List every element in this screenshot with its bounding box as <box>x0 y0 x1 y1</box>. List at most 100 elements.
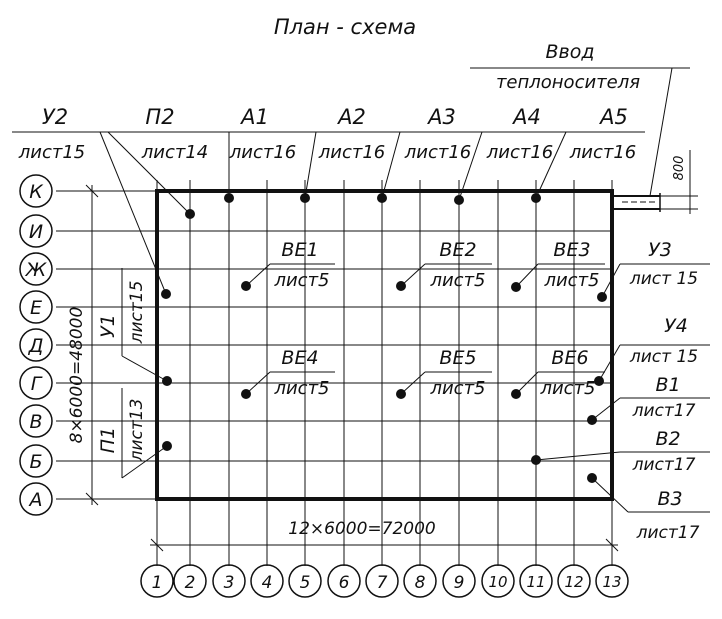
row-axis-i: И <box>19 214 53 248</box>
column-axes: 1 2 3 4 5 6 7 8 9 10 11 12 13 <box>140 564 629 598</box>
fan-ve3-sheet: лист5 <box>543 270 599 291</box>
callout-v3-name: В3 <box>657 488 682 510</box>
callout-u4-name: У4 <box>664 315 688 337</box>
row-axis-label: Е <box>30 297 42 319</box>
fan-ve3-name: ВЕ3 <box>553 239 590 261</box>
callout-u1-name: У1 <box>97 314 119 338</box>
fan-ve6-name: ВЕ6 <box>551 347 588 369</box>
col-axis-label: 11 <box>526 573 545 591</box>
col-axis-13: 13 <box>595 564 629 598</box>
col-axis-label: 8 <box>415 573 426 593</box>
callout-a5-name: А5 <box>598 105 628 129</box>
callout-a2-sheet: лист16 <box>318 142 386 163</box>
col-axis-5: 5 <box>288 564 322 598</box>
col-axis-10: 10 <box>481 564 515 598</box>
fan-ve5-sheet: лист5 <box>429 378 485 399</box>
row-axis-label: В <box>29 411 42 433</box>
callout-a4-name: А4 <box>511 105 541 129</box>
col-axis-3: 3 <box>212 564 246 598</box>
col-axis-label: 10 <box>488 573 507 591</box>
fan-ve4-name: ВЕ4 <box>281 347 318 369</box>
right-callouts: У3 лист 15 У4 лист 15 В1 лист17 В2 лист1… <box>629 239 700 543</box>
col-axis-4: 4 <box>250 564 284 598</box>
callout-v2-name: В2 <box>655 428 680 450</box>
callout-u1-sheet: лист15 <box>127 281 147 345</box>
callout-a4-sheet: лист16 <box>486 142 554 163</box>
col-axis-label: 3 <box>224 573 235 593</box>
row-axis-d: Д <box>19 328 53 362</box>
callout-u2-sheet: лист15 <box>18 142 86 163</box>
callout-a3-name: А3 <box>426 105 456 129</box>
callout-a5-sheet: лист16 <box>569 142 637 163</box>
callout-a2-name: А2 <box>336 105 366 129</box>
row-axis-k: К <box>19 174 53 208</box>
col-axis-8: 8 <box>403 564 437 598</box>
row-axis-label: А <box>28 489 43 511</box>
callout-a1-name: А1 <box>239 105 269 129</box>
col-axis-label: 9 <box>454 573 465 593</box>
callout-a1-sheet: лист16 <box>229 142 297 163</box>
col-axis-1: 1 <box>140 564 174 598</box>
row-axis-label: Г <box>31 373 43 395</box>
col-axis-label: 13 <box>602 573 621 591</box>
drawing-title: План - схема <box>274 15 416 39</box>
row-axis-b: Б <box>19 444 53 478</box>
building-outline <box>155 189 614 501</box>
row-axis-label: Д <box>28 335 44 357</box>
inlet-label-line2: теплоносителя <box>496 72 640 93</box>
col-axis-label: 4 <box>262 573 273 593</box>
col-axis-9: 9 <box>442 564 476 598</box>
callout-u3-name: У3 <box>648 239 672 261</box>
col-axis-12: 12 <box>557 564 591 598</box>
dimension-lines <box>85 184 619 552</box>
col-axis-6: 6 <box>327 564 361 598</box>
fan-ve2-name: ВЕ2 <box>439 239 476 261</box>
callout-v1-name: В1 <box>655 374 680 396</box>
equipment-points <box>161 193 607 483</box>
row-axis-g: Г <box>19 366 53 400</box>
callout-p1-name: П1 <box>97 427 119 453</box>
callout-p1-sheet: лист13 <box>127 399 147 463</box>
fan-ve1-sheet: лист5 <box>273 270 329 291</box>
dimension-vertical: 8×6000=48000 <box>67 307 87 444</box>
inlet-dim-800: 800 <box>672 156 687 181</box>
col-axis-label: 5 <box>300 573 311 593</box>
row-axis-v: В <box>19 404 53 438</box>
fan-callouts: ВЕ1 лист5 ВЕ2 лист5 ВЕ3 лист5 ВЕ4 лист5 … <box>273 239 599 399</box>
fan-ve2-sheet: лист5 <box>429 270 485 291</box>
callout-a3-sheet: лист16 <box>404 142 472 163</box>
callout-v1-sheet: лист17 <box>632 401 696 421</box>
callout-u3-sheet: лист 15 <box>629 269 698 289</box>
callout-p2-name: П2 <box>145 105 174 129</box>
row-axis-label: Ж <box>25 259 48 281</box>
leader-lines <box>12 131 710 513</box>
left-callouts: У1 лист15 П1 лист13 <box>97 281 147 463</box>
axis-grid <box>56 180 613 566</box>
col-axis-label: 12 <box>564 573 583 591</box>
col-axis-label: 6 <box>339 573 350 593</box>
col-axis-2: 2 <box>173 564 207 598</box>
col-axis-label: 7 <box>377 573 388 593</box>
inlet-pipe <box>470 67 698 214</box>
row-axis-a: А <box>19 482 53 516</box>
col-axis-7: 7 <box>365 564 399 598</box>
inlet-label-line1: Ввод <box>546 41 595 63</box>
row-axis-label: Б <box>29 451 42 473</box>
row-axis-zh: Ж <box>19 252 53 286</box>
callout-v3-sheet: лист17 <box>636 523 700 543</box>
callout-p2-sheet: лист14 <box>141 142 209 163</box>
row-axis-e: Е <box>19 290 53 324</box>
dimension-horizontal: 12×6000=72000 <box>288 519 435 539</box>
fan-ve1-name: ВЕ1 <box>281 239 318 261</box>
col-axis-11: 11 <box>519 564 553 598</box>
callout-v2-sheet: лист17 <box>632 455 696 475</box>
fan-ve6-sheet: лист5 <box>539 378 595 399</box>
row-axis-label: И <box>29 221 43 243</box>
callout-u2-name: У2 <box>42 105 68 129</box>
fan-ve4-sheet: лист5 <box>273 378 329 399</box>
row-axes: К И Ж Е Д Г В Б А <box>19 174 53 516</box>
col-axis-label: 2 <box>185 573 196 593</box>
col-axis-label: 1 <box>152 573 163 593</box>
top-callouts: У2 лист15 П2 лист14 А1 лист16 А2 лист16 … <box>18 105 637 163</box>
